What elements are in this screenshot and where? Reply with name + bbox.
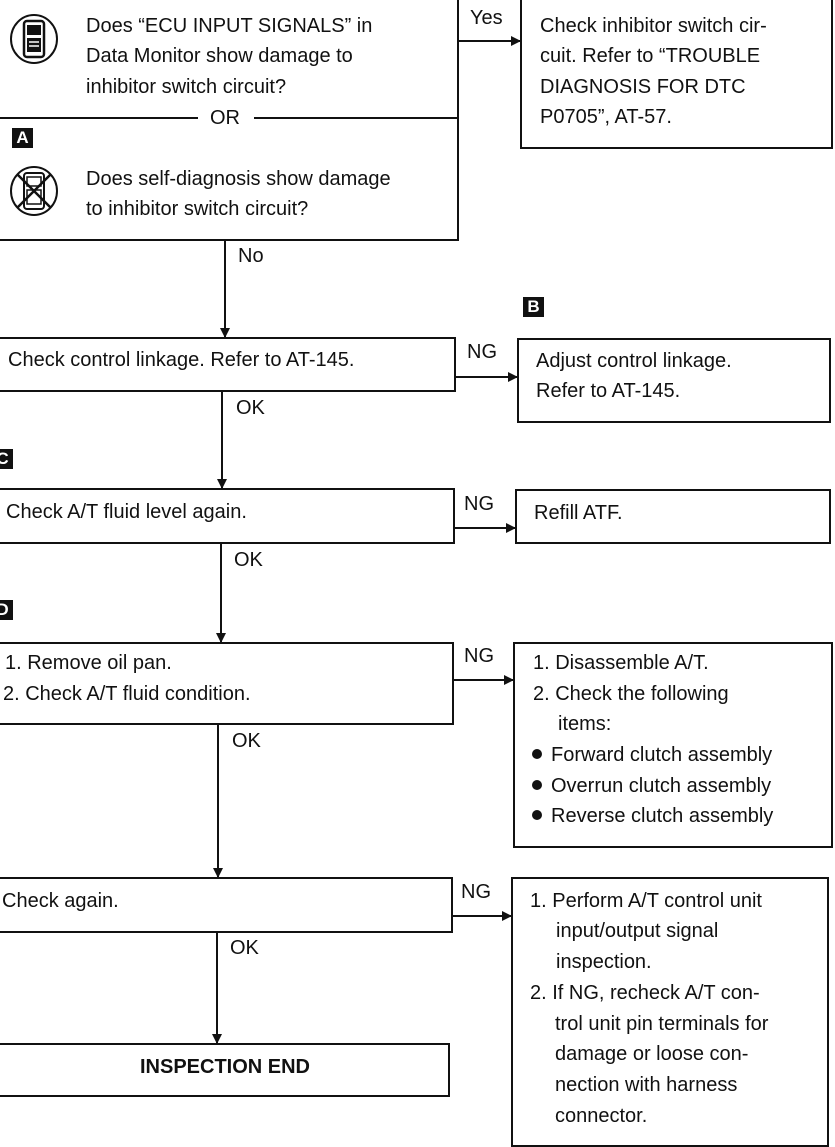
question-1-line-3: inhibitor switch circuit? <box>86 76 287 98</box>
control-unit-line-3: inspection. <box>556 951 652 973</box>
adjust-linkage-line-1: Adjust control linkage. <box>536 350 732 372</box>
disassemble-line-2: 2. Check the following <box>533 683 729 705</box>
tag-a: A <box>12 128 33 148</box>
oil-pan-line-2: 2. Check A/T fluid condition. <box>3 683 251 705</box>
inspection-end-text: INSPECTION END <box>139 1056 311 1078</box>
check-fluid-level-box <box>0 488 455 544</box>
check-again-text: Check again. <box>2 890 119 912</box>
bullet-dot <box>532 809 542 820</box>
ok-label-check-again: OK <box>230 937 259 959</box>
bullet-dot <box>532 779 542 790</box>
self-diagnosis-icon <box>10 166 58 216</box>
ng-label-linkage: NG <box>467 341 497 363</box>
adjust-linkage-line-2: Refer to AT-145. <box>536 380 681 402</box>
ok-label-oil-pan: OK <box>232 730 261 752</box>
tag-b: B <box>523 297 544 317</box>
inhibitor-line-4: P0705”, AT-57. <box>540 106 672 128</box>
question-2-line-2: to inhibitor switch circuit? <box>86 198 309 220</box>
inhibitor-line-1: Check inhibitor switch cir- <box>540 15 767 37</box>
bullet-text: Reverse clutch assembly <box>551 805 774 827</box>
question-1-line-1: Does “ECU INPUT SIGNALS” in <box>86 15 373 37</box>
oil-pan-line-1: 1. Remove oil pan. <box>5 652 172 674</box>
bullet-text: Overrun clutch assembly <box>551 775 772 797</box>
control-unit-line-7: nection with harness <box>555 1074 738 1096</box>
or-label: OR <box>210 107 240 129</box>
question-2-line-1: Does self-diagnosis show damage <box>86 168 391 190</box>
control-unit-line-5: trol unit pin terminals for <box>555 1013 769 1035</box>
question-box <box>0 0 459 241</box>
tag-d: D <box>0 600 13 620</box>
disassemble-line-1: 1. Disassemble A/T. <box>533 652 709 674</box>
control-unit-line-2: input/output signal <box>556 920 719 942</box>
control-unit-line-4: 2. If NG, recheck A/T con- <box>530 982 760 1004</box>
ng-label-oil-pan: NG <box>464 645 494 667</box>
inhibitor-switch-box <box>520 0 833 149</box>
refill-atf-text: Refill ATF. <box>534 502 623 524</box>
bullet-item: Forward clutch assembly <box>532 740 772 771</box>
bullet-item: Overrun clutch assembly <box>532 771 771 802</box>
check-again-box <box>0 877 453 933</box>
disassemble-box <box>513 642 833 848</box>
ok-label-linkage: OK <box>236 397 265 419</box>
inspection-end-box <box>0 1043 450 1097</box>
adjust-linkage-box <box>517 338 831 423</box>
control-unit-line-1: 1. Perform A/T control unit <box>530 890 762 912</box>
no-label: No <box>238 245 264 267</box>
check-linkage-box <box>0 337 456 392</box>
question-1-line-2: Data Monitor show damage to <box>86 45 353 67</box>
bullet-text: Forward clutch assembly <box>551 744 773 766</box>
refill-atf-box <box>515 489 831 544</box>
check-fluid-level-text: Check A/T fluid level again. <box>6 501 247 523</box>
oil-pan-box <box>0 642 454 725</box>
ok-label-fluid-level: OK <box>234 549 263 571</box>
bullet-item: Reverse clutch assembly <box>532 801 773 832</box>
control-unit-box <box>511 877 829 1147</box>
yes-label: Yes <box>470 7 503 29</box>
tag-c: C <box>0 449 13 469</box>
inhibitor-line-3: DIAGNOSIS FOR DTC <box>540 76 746 98</box>
ng-label-fluid-level: NG <box>464 493 494 515</box>
disassemble-line-3: items: <box>558 713 612 735</box>
or-divider-left <box>0 117 198 119</box>
or-divider-right <box>254 117 458 119</box>
inhibitor-line-2: cuit. Refer to “TROUBLE <box>540 45 761 67</box>
bullet-dot <box>532 748 542 759</box>
control-unit-line-6: damage or loose con- <box>555 1043 749 1065</box>
consult-monitor-icon <box>10 14 58 64</box>
ng-label-check-again: NG <box>461 881 491 903</box>
control-unit-line-8: connector. <box>555 1105 648 1127</box>
check-linkage-text: Check control linkage. Refer to AT-145. <box>8 349 355 371</box>
